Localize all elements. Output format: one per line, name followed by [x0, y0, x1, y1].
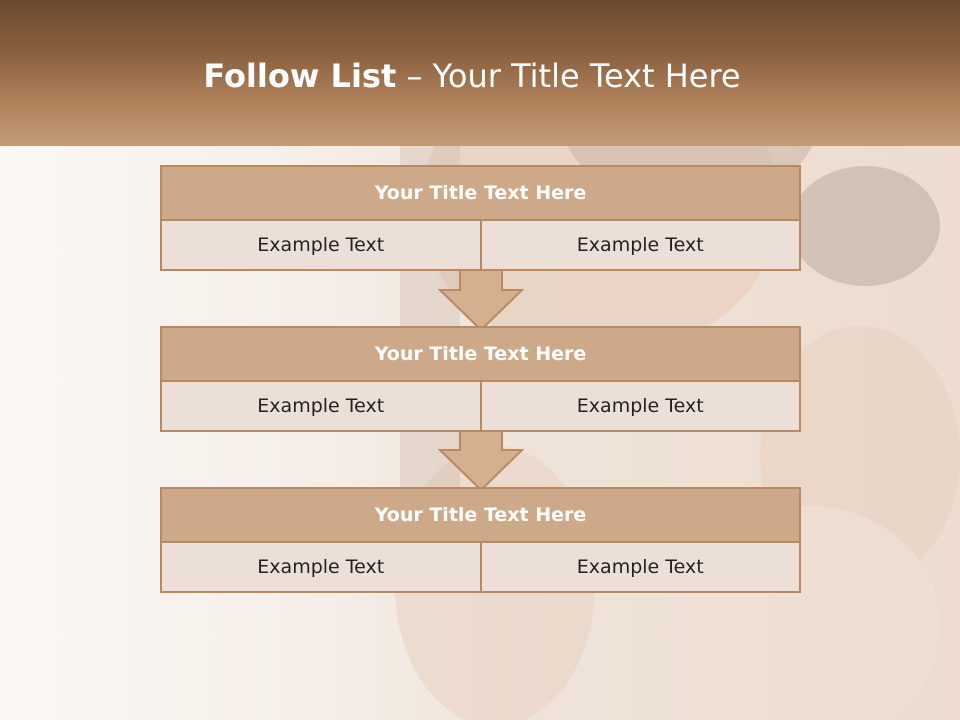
page-title: Follow List – Your Title Text Here: [0, 56, 944, 96]
block-title: Your Title Text Here: [160, 487, 801, 543]
down-arrow-icon: [438, 270, 524, 332]
block-row: Example Text Example Text: [160, 221, 801, 271]
title-bar: Follow List – Your Title Text Here: [0, 0, 960, 146]
block-cell-left: Example Text: [160, 382, 482, 432]
block-cell-right: Example Text: [481, 221, 801, 271]
photo-shape: [790, 166, 940, 286]
block-title: Your Title Text Here: [160, 326, 801, 382]
block-cell-left: Example Text: [160, 543, 482, 593]
page-title-rest: – Your Title Text Here: [396, 57, 741, 95]
block-title: Your Title Text Here: [160, 165, 801, 221]
block-row: Example Text Example Text: [160, 543, 801, 593]
down-arrow-icon: [438, 430, 524, 492]
block-cell-left: Example Text: [160, 221, 482, 271]
block-cell-right: Example Text: [481, 543, 801, 593]
page-title-bold: Follow List: [203, 57, 397, 95]
list-block-2: Your Title Text Here Example Text Exampl…: [160, 326, 801, 432]
block-cell-right: Example Text: [481, 382, 801, 432]
list-block-1: Your Title Text Here Example Text Exampl…: [160, 165, 801, 271]
list-block-3: Your Title Text Here Example Text Exampl…: [160, 487, 801, 593]
block-row: Example Text Example Text: [160, 382, 801, 432]
